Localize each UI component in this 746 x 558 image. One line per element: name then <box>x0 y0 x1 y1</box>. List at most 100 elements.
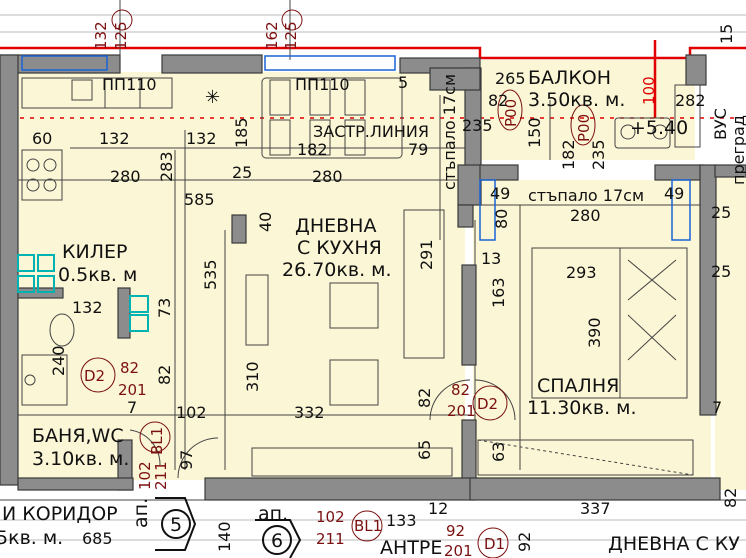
dim-150: 150 <box>525 117 544 148</box>
dim-82d: 82 <box>721 488 740 508</box>
dim-163: 163 <box>489 277 508 308</box>
tag-d2-bath: D2 <box>84 367 105 385</box>
floor-fill <box>18 60 746 490</box>
dim-280b: 280 <box>312 167 343 186</box>
note-ap-5: ап. <box>130 498 152 528</box>
note-ap-5-num: 5 <box>170 514 182 536</box>
windows <box>21 55 691 241</box>
note-ap-6-num: 6 <box>271 530 283 552</box>
dim-49b: 49 <box>664 184 684 203</box>
tag-d2-bath-w: 82 <box>120 359 139 377</box>
tag-p00-a: P00 <box>502 99 520 127</box>
room-dnevna2-name: ДНЕВНА С КУ <box>608 533 740 555</box>
dim-182b: 182 <box>297 140 328 159</box>
door-swings <box>129 379 516 479</box>
dim-685: 685 <box>82 529 113 548</box>
dim-40: 40 <box>256 212 275 232</box>
dim-535: 535 <box>201 259 220 290</box>
dim-7b: 7 <box>712 398 722 417</box>
tag-red-100: 100 <box>640 76 658 105</box>
dim-132b: 132 <box>186 129 217 148</box>
room-dnevna-name2: С КУХНЯ <box>297 237 382 259</box>
dim-13: 13 <box>481 249 501 268</box>
room-banya-name: БАНЯ,WC <box>32 425 124 447</box>
dim-97: 97 <box>177 450 196 470</box>
balcony-furniture <box>614 84 701 149</box>
room-balkon-area: 3.50кв. м. <box>528 89 625 111</box>
dim-73: 73 <box>155 298 174 318</box>
bath-fixtures <box>17 254 149 406</box>
dim-310: 310 <box>243 361 262 392</box>
dining-set <box>261 77 403 159</box>
dim-60: 60 <box>32 129 52 148</box>
tag-window1-h: 125 <box>112 21 130 50</box>
kitchen-fixtures: ✳ <box>21 77 220 201</box>
room-kiler-area: 0.5кв. м <box>58 264 137 286</box>
dim-7a: 7 <box>127 398 137 417</box>
tag-bl1-a-h: 211 <box>152 461 170 490</box>
shower-icon <box>21 354 68 406</box>
stove-icon <box>21 149 63 201</box>
note-stapalo-1: стъпало 17см <box>440 74 459 190</box>
room-dnevna-area: 26.70кв. м. <box>282 259 392 281</box>
tag-d2-bed-h: 201 <box>447 402 476 420</box>
dim-280c: 280 <box>570 206 601 225</box>
tag-d2-bed-w: 82 <box>451 381 470 399</box>
tag-p00-b: P00 <box>575 114 593 142</box>
dim-185: 185 <box>232 117 251 148</box>
room-spalnya-area: 11.30кв. м. <box>527 397 637 419</box>
sink-icon <box>71 79 93 101</box>
room-kiler-name: КИЛЕР <box>62 241 127 263</box>
room-balkon-name: БАЛКОН <box>528 67 611 89</box>
dim-25b: 25 <box>711 203 731 222</box>
tag-window2-h: 125 <box>282 21 300 50</box>
room-koridor-area: 5кв. м. <box>0 527 63 549</box>
note-stapalo-2: стъпало 17см <box>528 186 644 205</box>
dim-65: 65 <box>415 440 434 460</box>
tag-bl1-a: BL1 <box>148 427 166 455</box>
dim-5: 5 <box>398 73 408 92</box>
dim-132c: 132 <box>72 298 103 317</box>
dim-25c: 25 <box>711 262 731 281</box>
tag-d1-w: 92 <box>446 522 465 540</box>
dim-79: 79 <box>408 140 428 159</box>
dim-240: 240 <box>49 345 68 376</box>
toilet-icon <box>49 313 75 347</box>
axis-markers <box>80 9 596 558</box>
sofa-icon <box>403 209 445 359</box>
dim-63: 63 <box>489 442 508 462</box>
building-line <box>0 46 746 60</box>
dim-235a: 235 <box>462 116 493 135</box>
dim-15: 15 <box>717 24 736 44</box>
note-vus: ВУС <box>711 108 730 140</box>
dim-82b: 82 <box>155 365 174 385</box>
dim-49a: 49 <box>490 184 510 203</box>
dim-82c: 82 <box>415 388 434 408</box>
note-ap-6: ап. <box>258 503 288 525</box>
room-koridor-name: И КОРИДОР <box>2 503 118 525</box>
dim-12: 12 <box>428 499 448 518</box>
note-pp-dining: ПП110 <box>295 75 350 94</box>
note-zastr: ЗАСТР.ЛИНИЯ <box>313 122 429 141</box>
dim-140: 140 <box>215 521 234 552</box>
vent-icon: ✳ <box>205 87 220 108</box>
dim-92: 92 <box>515 532 534 552</box>
walls <box>0 54 746 501</box>
tag-d2-bed: D2 <box>477 395 498 413</box>
dim-585: 585 <box>184 190 215 209</box>
dim-82a: 82 <box>488 91 508 110</box>
tag-d1-h: 201 <box>444 542 473 558</box>
dim-282: 282 <box>675 91 706 110</box>
room-dnevna-name: ДНЕВНА <box>295 215 376 237</box>
tag-window2-w: 162 <box>263 21 281 50</box>
dim-235b: 235 <box>589 139 608 170</box>
dim-283: 283 <box>157 151 176 182</box>
dim-265: 265 <box>495 69 526 88</box>
room-spalnya-name: СПАЛНЯ <box>537 375 619 397</box>
dim-337: 337 <box>580 499 611 518</box>
living-furniture <box>245 209 453 477</box>
tag-bl1-b: BL1 <box>354 517 382 535</box>
tag-bl1-b-h: 211 <box>316 530 345 548</box>
dim-80: 80 <box>492 209 511 229</box>
